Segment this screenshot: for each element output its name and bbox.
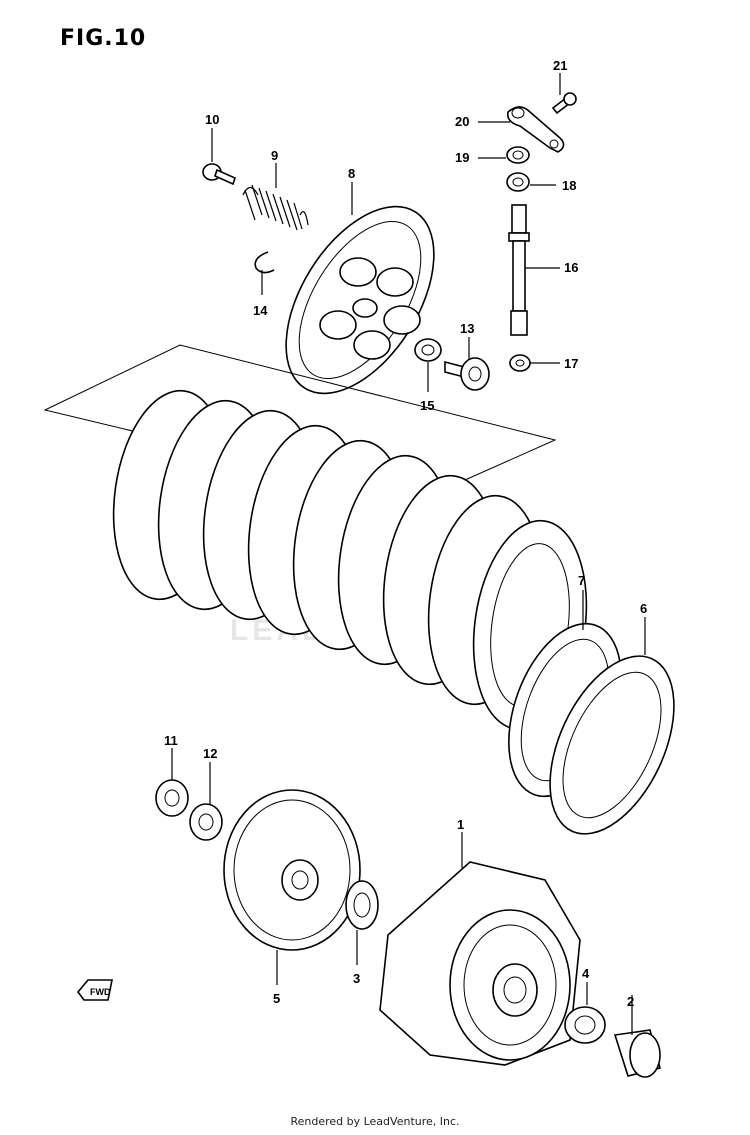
part-4-needle-bearing (564, 1006, 606, 1044)
front-marker-label: FWD (90, 987, 111, 997)
callout-5: 5 (273, 991, 280, 1006)
callout-4: 4 (582, 966, 590, 981)
part-16-release-shaft (508, 204, 530, 336)
part-2-spacer (613, 1029, 661, 1078)
callout-3: 3 (353, 971, 360, 986)
callout-7: 7 (578, 573, 585, 588)
callout-2: 2 (627, 994, 634, 1009)
part-9-spring (242, 184, 309, 231)
part-15-bearing (414, 338, 442, 362)
part-5-clutch-hub (223, 789, 361, 951)
callout-11: 11 (164, 733, 178, 748)
callout-21: 21 (553, 58, 567, 73)
leader-lines (171, 73, 646, 1035)
part-21-bolt (551, 92, 577, 115)
callout-16: 16 (564, 260, 578, 275)
part-6-friction-plate (549, 655, 675, 835)
clutch-plate-stack (112, 389, 588, 731)
part-12-lock-washer (189, 803, 223, 841)
part-18-bearing (506, 172, 530, 192)
callout-17: 17 (564, 356, 578, 371)
front-arrow-icon: FWD (76, 979, 113, 1001)
callout-9: 9 (271, 148, 278, 163)
part-11-nut (155, 779, 189, 817)
callout-10: 10 (205, 112, 219, 127)
callout-12: 12 (203, 746, 217, 761)
callout-13: 13 (460, 321, 474, 336)
callout-14: 14 (253, 303, 268, 318)
callout-6: 6 (640, 601, 647, 616)
part-8-pressure-plate (285, 205, 435, 395)
callout-18: 18 (562, 178, 576, 193)
part-14-circlip (254, 251, 275, 274)
figure-title: FIG.10 (60, 26, 147, 51)
callout-8: 8 (348, 166, 355, 181)
callout-labels: 10 9 8 14 13 15 21 20 19 18 16 17 7 6 11… (164, 58, 647, 1009)
part-13-lifter (444, 357, 490, 391)
part-1-clutch-housing (379, 861, 581, 1066)
part-10-bolt (202, 163, 236, 186)
footer-credit: Rendered by LeadVenture, Inc. (290, 1115, 460, 1128)
callout-1: 1 (457, 817, 464, 832)
part-3-thrust-washer (345, 880, 379, 930)
part-17-bearing (509, 354, 531, 372)
part-19-seal (506, 146, 530, 164)
part-20-lever (506, 106, 565, 153)
callout-20: 20 (455, 114, 469, 129)
callout-15: 15 (420, 398, 434, 413)
callout-19: 19 (455, 150, 469, 165)
